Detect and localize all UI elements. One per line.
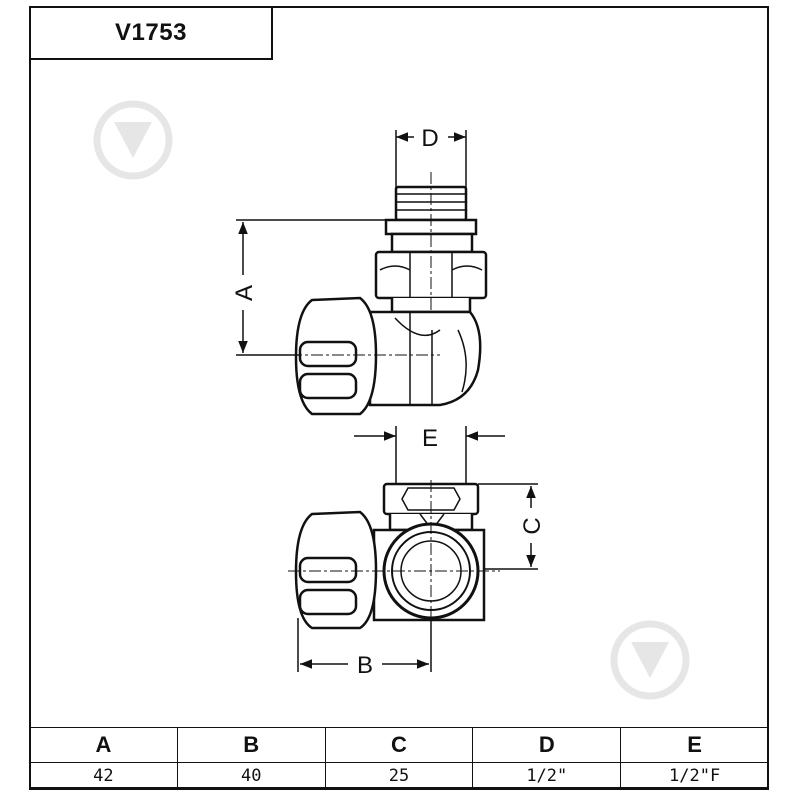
table-header-cell: E: [620, 727, 769, 763]
dimension-a-label: A: [231, 285, 258, 301]
table-header-cell: B: [176, 727, 326, 763]
table-header-cell: C: [324, 727, 474, 763]
dimension-d-label: D: [421, 125, 438, 152]
valve-top-view-drawing: [288, 480, 500, 640]
valve-side-view-drawing: [290, 172, 488, 416]
watermark-logo-icon: [93, 100, 173, 180]
table-cell: 42: [29, 762, 178, 790]
dimension-e-label: E: [422, 425, 438, 452]
dimension-table: A B C D E 42 40 25 1/2" 1/2"F: [29, 727, 769, 790]
table-header-cell: A: [29, 727, 178, 763]
table-cell: 1/2"F: [620, 762, 769, 790]
watermark-logo-icon: [610, 620, 690, 700]
table-header-cell: D: [472, 727, 622, 763]
dimension-c-label: C: [519, 517, 546, 534]
table-cell: 25: [324, 762, 474, 790]
dimension-b: [297, 618, 432, 672]
dimension-d: [395, 130, 467, 190]
page-title: V1753: [115, 19, 187, 46]
table-row: 42 40 25 1/2" 1/2"F: [29, 762, 769, 790]
table-cell: 40: [176, 762, 326, 790]
dimension-c: [478, 483, 538, 570]
table-cell: 1/2": [472, 762, 622, 790]
table-header-row: A B C D E: [29, 727, 769, 763]
dimension-b-label: B: [357, 652, 373, 679]
dimension-a: [236, 219, 396, 356]
dimension-e: [354, 426, 505, 484]
title-box: V1753: [29, 6, 273, 60]
